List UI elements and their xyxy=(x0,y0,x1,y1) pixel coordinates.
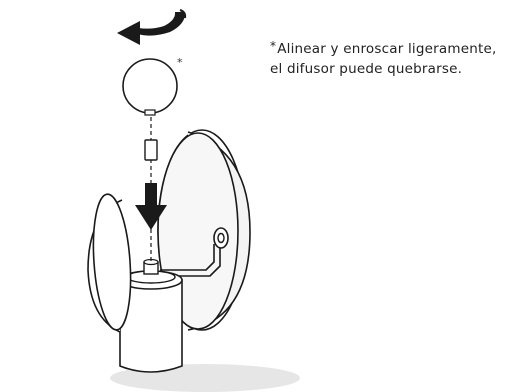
reflector-disc-left xyxy=(87,193,132,333)
note-text-1: Alinear y enroscar ligeramente, xyxy=(277,41,497,57)
assembly-note: *Alinear y enroscar ligeramente, el difu… xyxy=(270,36,520,79)
note-line-1: *Alinear y enroscar ligeramente, xyxy=(270,36,520,59)
diffuser-sphere xyxy=(122,58,178,116)
note-asterisk: * xyxy=(270,39,277,53)
diffuser-asterisk: * xyxy=(177,56,183,69)
down-arrow-icon xyxy=(135,183,167,230)
curved-rotate-arrow-icon xyxy=(117,9,187,45)
mounting-arm xyxy=(160,227,229,277)
bulb-connector xyxy=(144,139,158,161)
note-line-2: el difusor puede quebrarse. xyxy=(270,61,463,77)
